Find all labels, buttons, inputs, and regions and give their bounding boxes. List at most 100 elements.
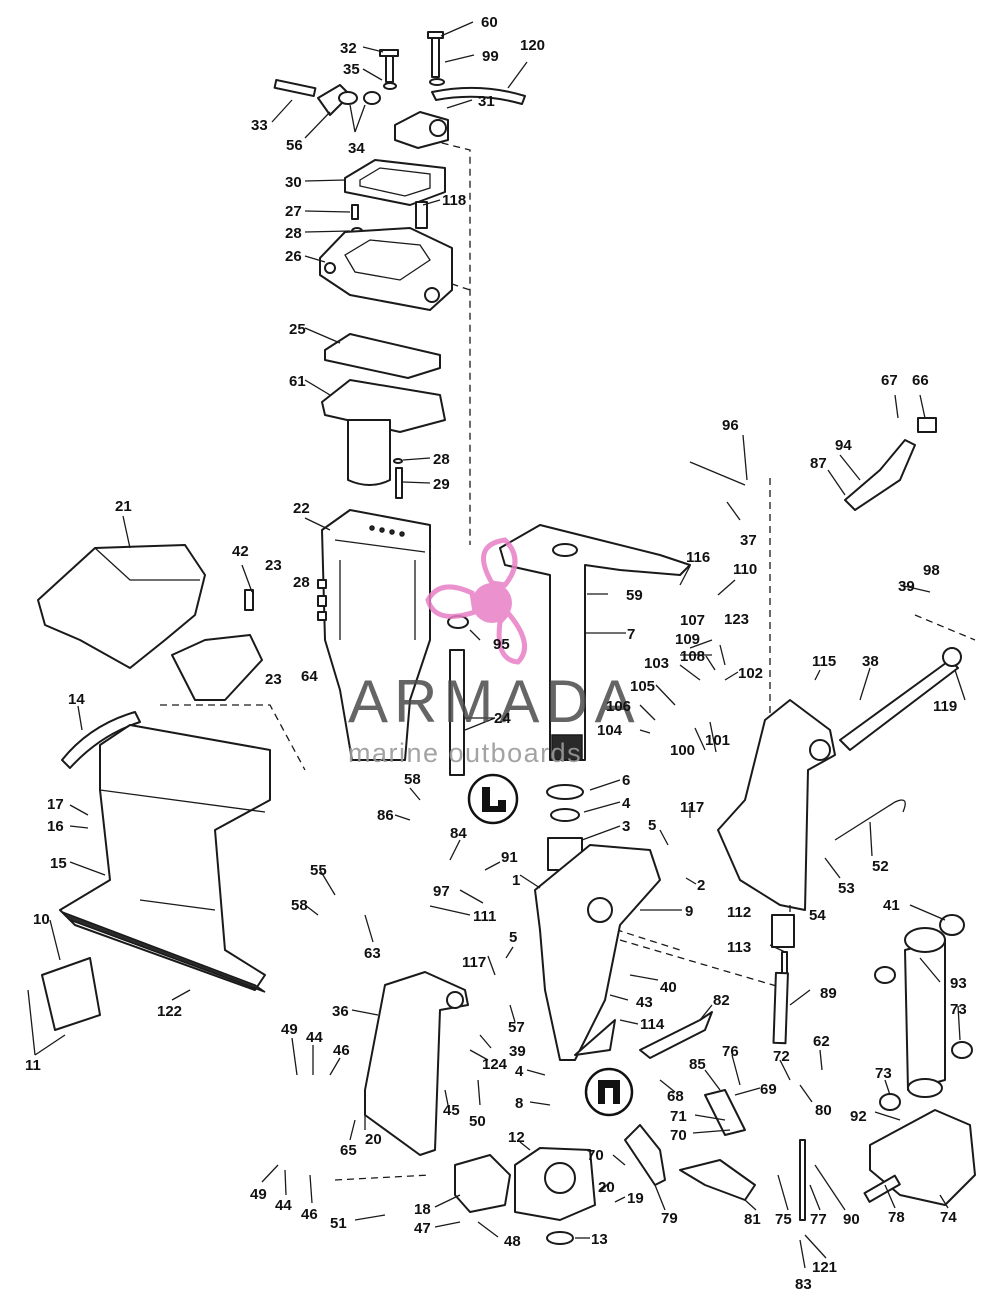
callout-10: 10 (33, 911, 50, 928)
callout-80: 80 (815, 1102, 832, 1119)
callout-56: 56 (286, 137, 303, 154)
callout-22: 22 (293, 500, 310, 517)
callout-58: 58 (404, 771, 421, 788)
callout-55: 55 (310, 862, 327, 879)
callout-41: 41 (883, 897, 900, 914)
callout-123: 123 (724, 611, 749, 628)
callout-104: 104 (597, 722, 623, 739)
callout-64: 64 (301, 668, 318, 685)
callout-113: 113 (727, 939, 751, 956)
callout-60: 60 (481, 14, 498, 31)
callout-34: 34 (348, 140, 365, 157)
callout-62: 62 (813, 1033, 830, 1050)
callout-117: 117 (680, 799, 704, 816)
callout-28: 28 (433, 451, 450, 468)
callout-27: 27 (285, 203, 302, 220)
callout-81: 81 (744, 1211, 761, 1228)
callout-53: 53 (838, 880, 855, 897)
callout-116: 116 (686, 549, 710, 566)
callout-57: 57 (508, 1019, 525, 1036)
callout-110: 110 (733, 561, 757, 578)
callout-8: 8 (515, 1095, 523, 1112)
callout-102: 102 (738, 665, 763, 682)
part-24-tube (449, 649, 465, 776)
callout-26: 26 (285, 248, 302, 265)
callout-90: 90 (843, 1211, 860, 1228)
callout-38: 38 (862, 653, 879, 670)
watermark-tagline: marine outboards (348, 738, 582, 768)
callout-30: 30 (285, 174, 302, 191)
leader-lines (27, 21, 966, 1269)
callout-94: 94 (835, 437, 852, 454)
callout-6: 6 (622, 772, 630, 789)
lubrication-symbol-a (467, 773, 519, 825)
callout-19: 19 (627, 1190, 644, 1207)
part-38-tilt-tube (839, 659, 959, 751)
callout-1: 1 (512, 872, 520, 889)
callout-21: 21 (115, 498, 132, 515)
callout-4: 4 (622, 795, 631, 812)
callout-70: 70 (587, 1147, 604, 1164)
callout-72: 72 (773, 1048, 790, 1065)
callout-5: 5 (509, 929, 517, 946)
callout-32: 32 (340, 40, 357, 57)
part-top-bolts (273, 31, 526, 149)
callout-83: 83 (795, 1276, 812, 1293)
callout-61: 61 (289, 373, 306, 390)
callout-48: 48 (504, 1233, 521, 1250)
callout-112: 112 (727, 904, 751, 921)
callout-42: 42 (232, 543, 249, 560)
callout-84: 84 (450, 825, 467, 842)
part-54-stern-bracket-right (717, 699, 836, 911)
callout-75: 75 (775, 1211, 792, 1228)
callout-109: 109 (675, 631, 700, 648)
callout-99: 99 (482, 48, 499, 65)
callout-114: 114 (640, 1016, 665, 1033)
callout-39: 39 (898, 578, 915, 595)
part-21-cowl (37, 544, 206, 669)
callout-77: 77 (810, 1211, 827, 1228)
part-10-cover (41, 957, 101, 1031)
callout-35: 35 (343, 61, 360, 78)
callout-2: 2 (697, 877, 705, 894)
part-14-seal (61, 711, 141, 769)
callout-76: 76 (722, 1043, 739, 1060)
callout-54: 54 (809, 907, 826, 924)
callout-20: 20 (365, 1131, 382, 1148)
callout-91: 91 (501, 849, 518, 866)
part-94-lever (844, 439, 916, 511)
callout-44: 44 (306, 1029, 323, 1046)
callout-87: 87 (810, 455, 827, 472)
callout-13: 13 (591, 1231, 608, 1248)
callout-18: 18 (414, 1201, 431, 1218)
callout-103: 103 (644, 655, 669, 672)
callout-58: 58 (291, 897, 308, 914)
callout-63: 63 (364, 945, 381, 962)
part-82-lever (639, 1011, 713, 1059)
part-18-block (454, 1154, 511, 1213)
callout-49: 49 (281, 1021, 298, 1038)
callout-69: 69 (760, 1081, 777, 1098)
callout-121: 121 (812, 1259, 837, 1276)
callout-97: 97 (433, 883, 450, 900)
callout-92: 92 (850, 1108, 867, 1125)
callout-78: 78 (888, 1209, 905, 1226)
callout-23: 23 (265, 557, 282, 574)
callout-74: 74 (940, 1209, 957, 1226)
callout-29: 29 (433, 476, 450, 493)
part-1-swivel-bracket (534, 844, 661, 1061)
part-drawings (37, 31, 976, 1245)
callout-71: 71 (670, 1108, 687, 1125)
callout-101: 101 (705, 732, 730, 749)
part-26-adapter (319, 227, 453, 311)
callout-12: 12 (508, 1129, 525, 1146)
callout-100: 100 (670, 742, 695, 759)
callout-93: 93 (950, 975, 967, 992)
callout-73: 73 (950, 1001, 967, 1018)
callout-36: 36 (332, 1003, 349, 1020)
callout-7: 7 (627, 626, 635, 643)
callout-79: 79 (661, 1210, 678, 1227)
callout-86: 86 (377, 807, 394, 824)
callout-33: 33 (251, 117, 268, 134)
